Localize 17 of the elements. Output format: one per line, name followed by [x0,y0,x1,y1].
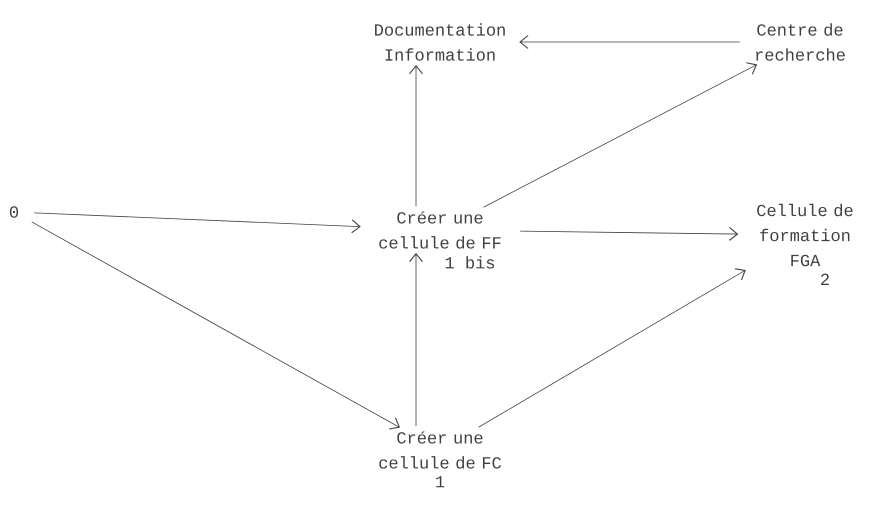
arrow [409,64,423,207]
arrow [34,212,361,234]
text-label: Cellule de formation FGA [757,204,853,266]
text-label: Créer une cellule de FC [379,431,502,469]
number-label: 1 [436,476,444,488]
text-label: Documentation Information [375,23,505,61]
number-label: 2 [821,274,829,286]
number-label: 1 bis [446,256,494,269]
arrow [519,35,740,49]
text-label: Créer une cellule de FF [379,211,501,249]
text-label: 0 [10,206,18,218]
arrow [31,222,400,430]
arrow [409,252,423,427]
arrow [520,227,738,241]
arrow [478,268,746,428]
text-label: Centre de recherche [756,23,845,61]
arrow [483,62,758,208]
